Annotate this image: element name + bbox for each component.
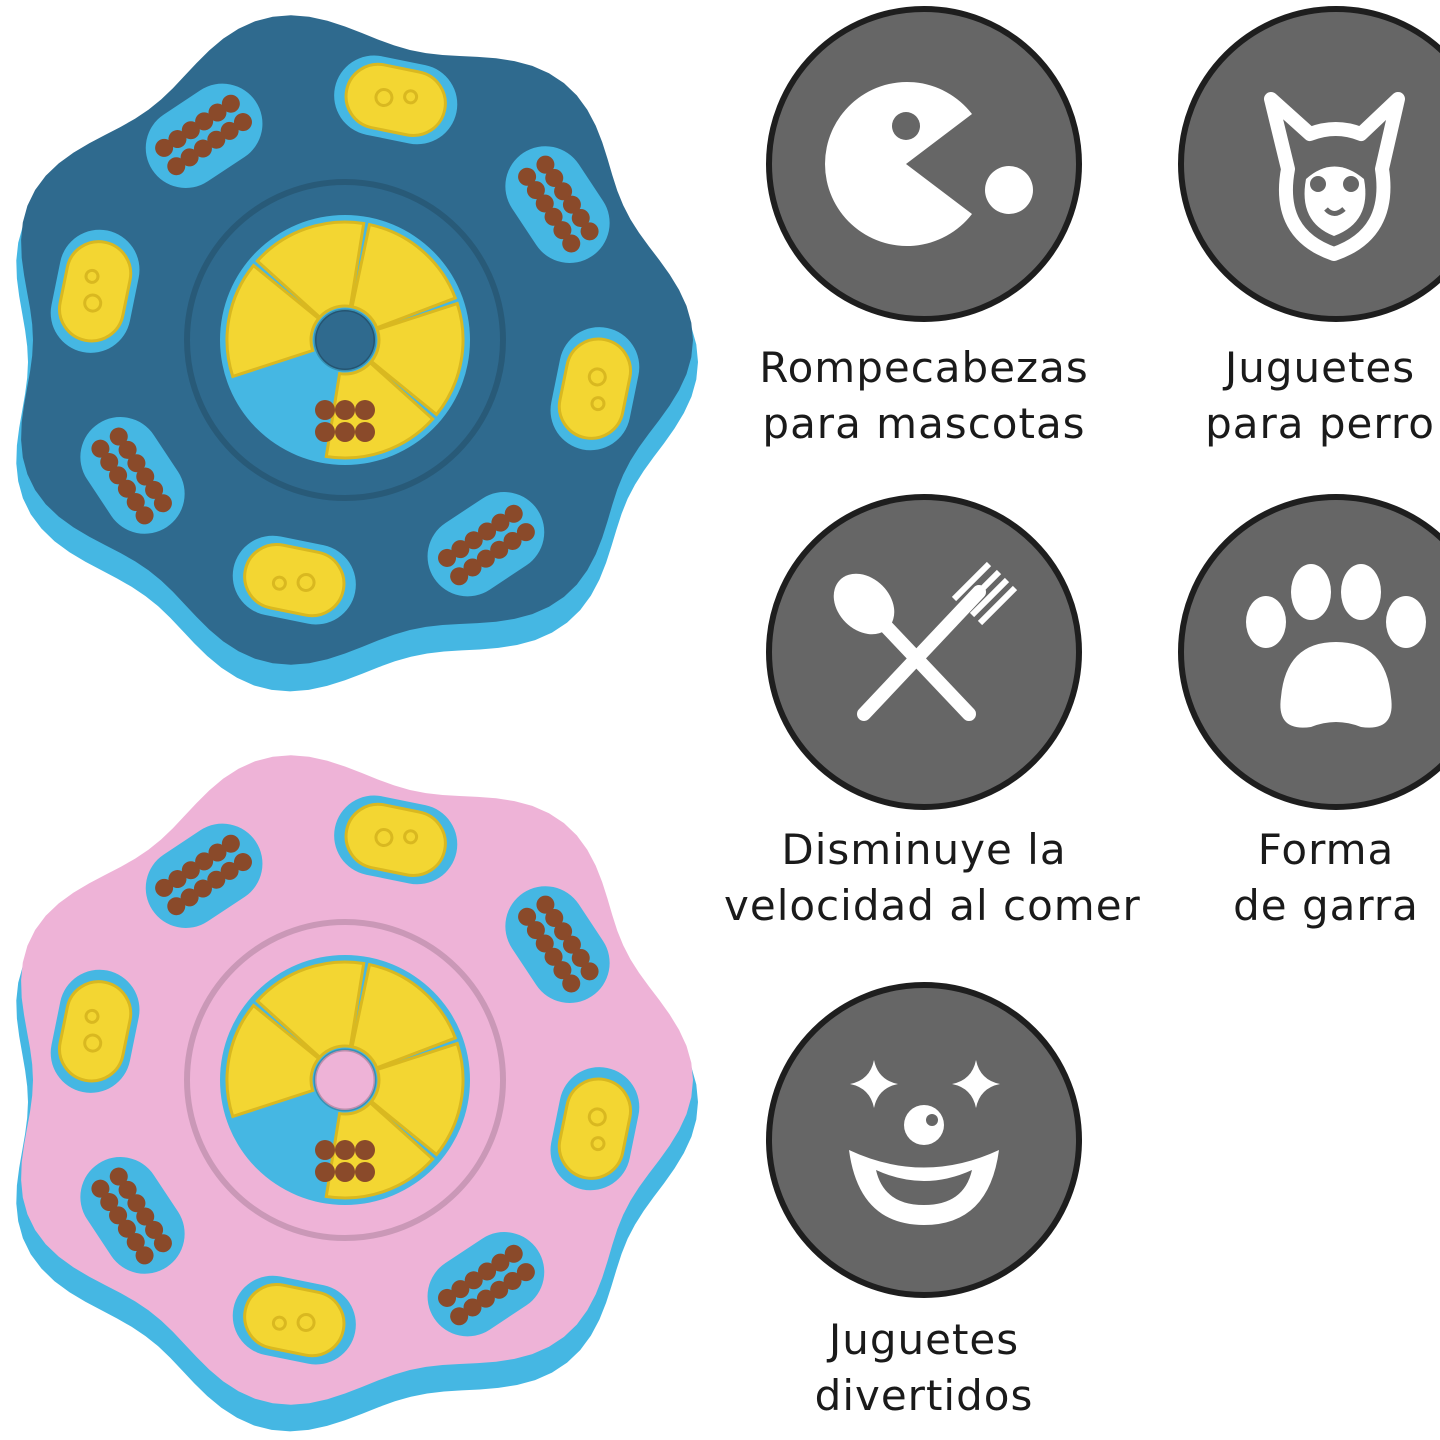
pacman-icon [766,6,1082,322]
pink-puzzle-feeder [16,755,699,1432]
paw-icon [1178,494,1440,810]
clown-icon [766,982,1082,1298]
blue-puzzle-feeder [16,15,699,692]
dog-face-icon [1178,6,1440,322]
spoon-fork-icon [766,494,1082,810]
